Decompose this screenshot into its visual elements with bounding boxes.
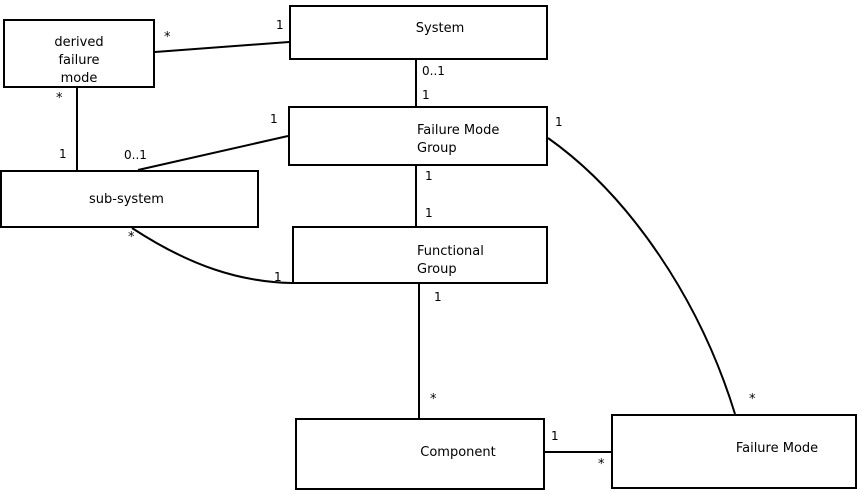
class-box-system[interactable] xyxy=(289,5,548,60)
multiplicity-sub-system-to-functional-group: * xyxy=(128,230,135,245)
association-sub-system--failure-mode-group xyxy=(137,135,289,171)
class-label-failure-mode-group: Failure Mode Group xyxy=(417,123,500,156)
multiplicity-component-to-functional-group: * xyxy=(430,392,437,407)
class-label-component: Component xyxy=(420,445,496,460)
class-box-failure-mode-group[interactable] xyxy=(288,106,548,166)
association-derived-failure-mode--system xyxy=(154,41,290,53)
association-sub-system--functional-group xyxy=(131,227,293,284)
multiplicity-derived-failure-mode-to-sub-system: * xyxy=(56,91,63,106)
class-label-functional-group: Functional Group xyxy=(417,244,484,277)
multiplicity-sub-system-to-failure-mode-group: 0..1 xyxy=(124,148,147,162)
multiplicity-failure-mode-group-to-sub-system: 1 xyxy=(270,112,278,126)
multiplicity-functional-group-to-failure-mode-group: 1 xyxy=(425,206,433,220)
multiplicity-component-to-failure-mode: 1 xyxy=(551,429,559,443)
multiplicity-system-to-derived-failure-mode: 1 xyxy=(276,18,284,32)
class-box-functional-group[interactable] xyxy=(292,226,548,284)
class-box-derived-failure-mode[interactable] xyxy=(3,19,155,88)
multiplicity-system-to-failure-mode-group: 0..1 xyxy=(422,64,445,78)
association-failure-mode-group--failure-mode xyxy=(547,137,736,415)
multiplicity-sub-system-to-derived-failure-mode: 1 xyxy=(59,147,67,161)
multiplicity-failure-mode-group-to-system: 1 xyxy=(422,88,430,102)
multiplicity-failure-mode-group-to-functional-group: 1 xyxy=(425,169,433,183)
class-label-failure-mode: Failure Mode xyxy=(735,441,819,456)
class-box-component[interactable] xyxy=(295,418,545,490)
class-label-derived-failure-mode: derived failure mode xyxy=(54,35,104,86)
class-box-failure-mode[interactable] xyxy=(611,414,857,489)
class-box-sub-system[interactable] xyxy=(0,170,259,228)
multiplicity-functional-group-to-component: 1 xyxy=(434,290,442,304)
multiplicity-failure-mode-to-failure-mode-group: * xyxy=(749,392,756,407)
class-label-sub-system: sub-system xyxy=(89,192,164,207)
multiplicity-derived-failure-mode-to-system: * xyxy=(164,30,171,45)
multiplicity-failure-mode-group-to-failure-mode: 1 xyxy=(555,115,563,129)
multiplicity-failure-mode-to-component: * xyxy=(598,457,605,472)
class-label-system: System xyxy=(415,21,465,36)
multiplicity-functional-group-to-sub-system: 1 xyxy=(274,270,282,284)
